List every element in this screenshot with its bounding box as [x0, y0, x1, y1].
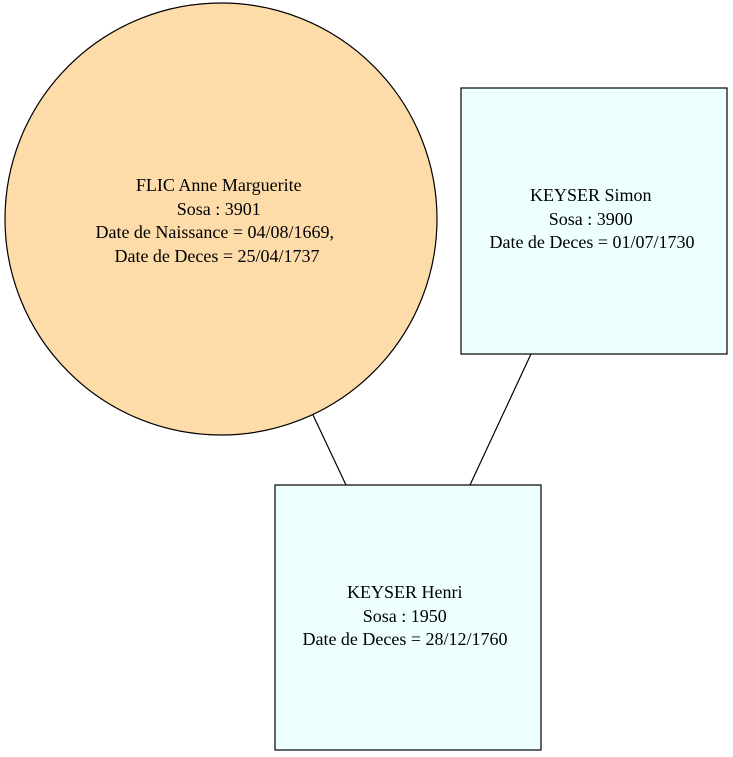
node-name: KEYSER Henri	[347, 582, 463, 602]
node-flic-anne-marguerite[interactable]: FLIC Anne Marguerite Sosa : 3901 Date de…	[4, 2, 438, 436]
edge-mother-child	[312, 414, 347, 486]
node-name: KEYSER Simon	[530, 185, 652, 205]
node-circle	[4, 2, 438, 436]
node-keyser-simon[interactable]: KEYSER Simon Sosa : 3900 Date de Deces =…	[460, 87, 728, 355]
edge-father-child	[469, 353, 532, 486]
node-death-date: Date de Deces = 01/07/1730	[489, 232, 694, 252]
node-sosa: Sosa : 3901	[177, 199, 261, 219]
node-death-date: Date de Deces = 25/04/1737	[114, 246, 319, 266]
node-label: KEYSER Simon Sosa : 3900 Date de Deces =…	[489, 185, 694, 252]
node-keyser-henri[interactable]: KEYSER Henri Sosa : 1950 Date de Deces =…	[274, 484, 542, 751]
node-box	[460, 87, 728, 355]
node-sosa: Sosa : 3900	[549, 209, 633, 229]
node-label: FLIC Anne Marguerite Sosa : 3901 Date de…	[95, 175, 338, 266]
node-label: KEYSER Henri Sosa : 1950 Date de Deces =…	[302, 582, 507, 649]
node-sosa: Sosa : 1950	[363, 606, 447, 626]
node-death-date: Date de Deces = 28/12/1760	[302, 629, 507, 649]
node-box	[274, 484, 542, 751]
node-birth-date: Date de Naissance = 04/08/1669,	[95, 222, 334, 242]
node-name: FLIC Anne Marguerite	[136, 175, 302, 195]
